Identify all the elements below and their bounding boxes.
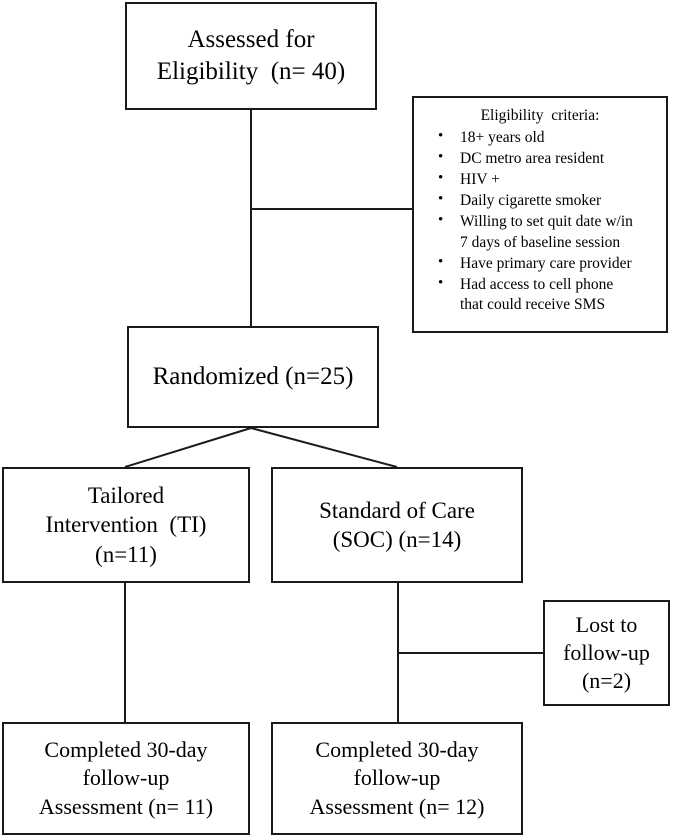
criteria-item-text: Had access to cell phone xyxy=(460,275,614,293)
ti-line-2: Intervention (TI) xyxy=(45,512,207,538)
criteria-item: • HIV + xyxy=(420,170,660,191)
connector-ti-to-completed xyxy=(124,583,126,722)
eligibility-criteria-title: Eligibility criteria: xyxy=(480,107,600,124)
node-lost-to-follow-up: Lost to follow-up (n=2) xyxy=(543,600,670,706)
bullet-icon: • xyxy=(438,253,444,270)
node-randomized: Randomized (n=25) xyxy=(127,326,379,428)
randomized-line-1: Randomized (n=25) xyxy=(152,363,354,390)
ti-line-3: (n=11) xyxy=(95,541,157,567)
node-completed-follow-up-soc: Completed 30-day follow-up Assessment (n… xyxy=(271,722,523,835)
completed-soc-line-1: Completed 30-day xyxy=(315,737,479,763)
soc-line-2: (SOC) (n=14) xyxy=(332,527,462,552)
connector-to-eligibility-criteria xyxy=(250,208,412,210)
criteria-item-text-cont: that could receive SMS xyxy=(460,296,606,314)
criteria-item: • Daily cigarette smoker xyxy=(420,191,660,212)
lost-line-2: follow-up xyxy=(563,639,650,665)
criteria-item-text: Willing to set quit date w/in xyxy=(460,213,633,231)
completed-ti-line-1: Completed 30-day xyxy=(44,737,208,763)
assessed-line-1: Assessed for xyxy=(187,26,315,53)
criteria-item-text: 18+ years old xyxy=(460,128,545,146)
node-eligibility-criteria: Eligibility criteria: • 18+ years old • … xyxy=(412,96,668,333)
connector-assessed-to-randomized xyxy=(250,110,252,326)
completed-ti-line-3: Assessment (n= 11) xyxy=(38,793,214,819)
soc-line-1: Standard of Care xyxy=(319,497,475,523)
completed-soc-line-2: follow-up xyxy=(353,765,441,791)
lost-line-3: (n=2) xyxy=(581,668,632,694)
criteria-item-text: HIV + xyxy=(460,170,500,188)
criteria-item: • Willing to set quit date w/in 7 days o… xyxy=(420,212,660,253)
criteria-item: • Have primary care provider xyxy=(420,254,660,275)
node-tailored-intervention: Tailored Intervention (TI) (n=11) xyxy=(2,467,250,583)
criteria-item: • DC metro area resident xyxy=(420,149,660,170)
connector-to-lost-to-follow-up xyxy=(397,652,543,654)
node-standard-of-care: Standard of Care (SOC) (n=14) xyxy=(271,467,523,583)
bullet-icon: • xyxy=(438,148,444,165)
eligibility-criteria-list: • 18+ years old • DC metro area resident… xyxy=(420,128,660,316)
criteria-item: • 18+ years old xyxy=(420,128,660,149)
bullet-icon: • xyxy=(438,190,444,207)
bullet-icon: • xyxy=(438,169,444,186)
completed-soc-line-3: Assessment (n= 12) xyxy=(309,793,485,819)
criteria-item: • Had access to cell phone that could re… xyxy=(420,275,660,316)
assessed-line-2: Eligibility (n= 40) xyxy=(156,58,346,85)
bullet-icon: • xyxy=(438,127,444,144)
completed-ti-line-2: follow-up xyxy=(82,765,170,791)
ti-line-1: Tailored xyxy=(87,482,165,508)
bullet-icon: • xyxy=(438,274,444,291)
criteria-item-text: Daily cigarette smoker xyxy=(460,191,602,209)
bullet-icon: • xyxy=(438,212,444,229)
node-assessed-for-eligibility: Assessed for Eligibility (n= 40) xyxy=(125,2,377,110)
node-completed-follow-up-ti: Completed 30-day follow-up Assessment (n… xyxy=(2,722,250,835)
criteria-item-text: Have primary care provider xyxy=(460,254,632,272)
criteria-item-text: DC metro area resident xyxy=(460,149,605,167)
criteria-item-text-cont: 7 days of baseline session xyxy=(460,233,621,251)
lost-line-1: Lost to xyxy=(575,611,638,637)
